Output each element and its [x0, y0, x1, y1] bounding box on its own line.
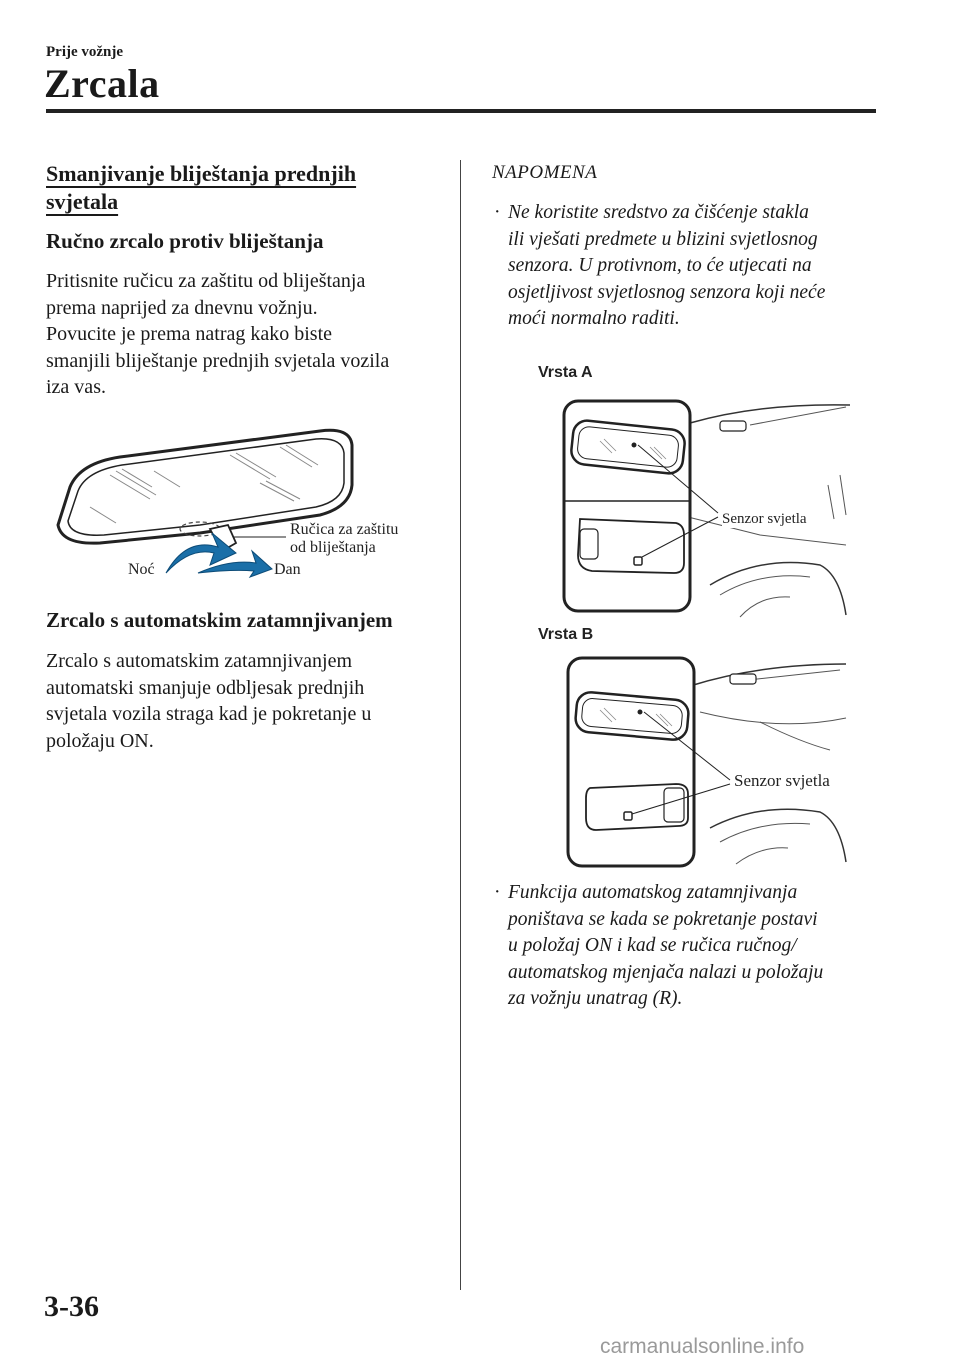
section-heading: Smanjivanje bliještanja prednjih svjetal…: [46, 161, 357, 214]
sensor-label-a: Senzor svjetla: [722, 510, 807, 528]
note-bullet-1: · Ne koristite sredstvo za čišćenje stak…: [494, 202, 826, 329]
manual-mirror-title: Ručno zrcalo protiv bliještanja: [46, 229, 324, 253]
watermark: carmanualsonline.info: [600, 1335, 805, 1358]
note-heading: NAPOMENA: [492, 162, 598, 183]
section-label: Prije vožnje: [46, 44, 124, 60]
header-rule: [46, 109, 876, 113]
type-a-label: Vrsta A: [538, 364, 593, 381]
type-b-illustration: [566, 656, 847, 868]
auto-mirror-text: Zrcalo s automatskim zatamnjivanjem auto…: [46, 650, 372, 752]
auto-mirror-title: Zrcalo s automatskim zatamnjivanjem: [46, 608, 393, 632]
chapter-title: Zrcala: [44, 61, 160, 106]
night-label: Noć: [128, 561, 155, 578]
note-bullet-2: · Funkcija automatskog zatamnjivanja pon…: [494, 882, 824, 1009]
type-a-illustration: [562, 399, 851, 618]
manual-mirror-text: Pritisnite ručicu za zaštitu od bliješta…: [46, 270, 390, 398]
column-divider: [460, 160, 461, 1290]
day-label: Dan: [274, 561, 301, 578]
sensor-label-b: Senzor svjetla: [734, 771, 830, 790]
page-number: 3-36: [44, 1290, 99, 1323]
manual-mirror-illustration: [56, 428, 354, 578]
type-b-label: Vrsta B: [538, 626, 594, 643]
lever-label: Ručica za zaštitu od bliještanja: [290, 521, 399, 556]
